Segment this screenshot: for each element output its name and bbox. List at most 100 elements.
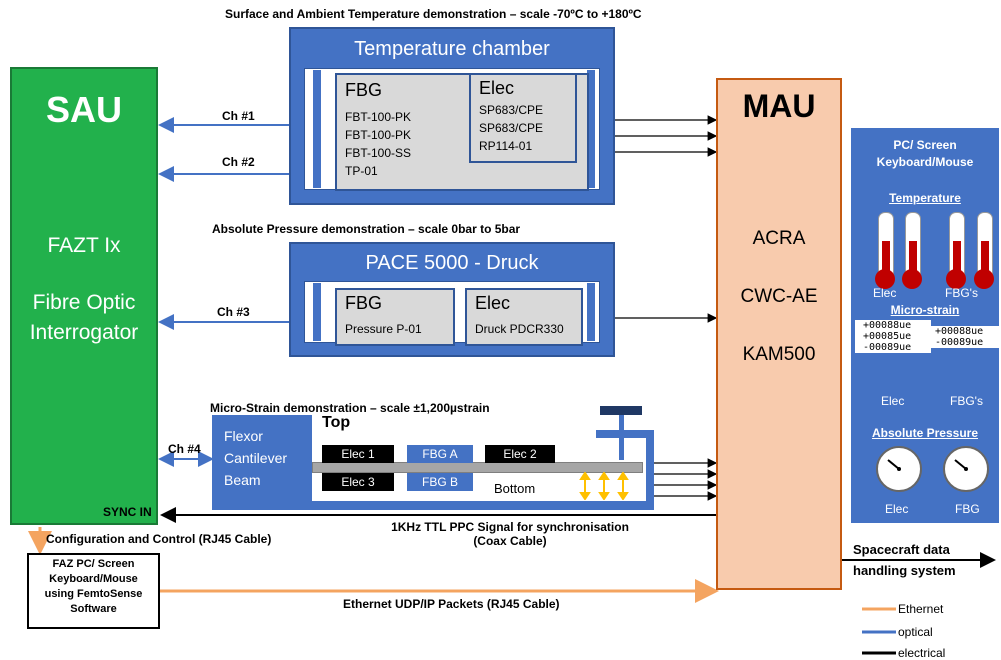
strain-reading: -00089ue <box>935 337 984 348</box>
mau-item-1: ACRA <box>752 228 806 249</box>
beam-bottom-label: Bottom <box>494 481 536 496</box>
sau-desc-1: Fibre Optic <box>32 291 136 314</box>
faz-pc-box: FAZ PC/ Screen Keyboard/Mouse using Femt… <box>27 553 160 629</box>
pace-elec-box: Elec Druck PDCR330 <box>465 288 583 346</box>
pc-title-1: PC/ Screen <box>893 138 957 152</box>
thermometer-icon <box>875 212 895 289</box>
tag-elec-2: Elec 2 <box>485 445 555 463</box>
thermometer-icon <box>946 212 966 289</box>
beam-label-1: Flexor <box>224 428 263 444</box>
strain-reading: +00088ue <box>935 326 984 337</box>
sau-model: FAZT Ix <box>47 234 121 257</box>
temperature-chamber-title: Temperature chamber <box>354 38 550 60</box>
spacecraft-label-1: Spacecraft data <box>853 542 950 557</box>
faz-pc-line-1: FAZ PC/ Screen <box>52 558 135 570</box>
cantilever-beam-block: Flexor Cantilever Beam <box>212 415 312 510</box>
pc-title-2: Keyboard/Mouse <box>876 155 974 169</box>
temp-elec-box: Elec SP683/CPE SP683/CPE RP114-01 <box>469 73 577 163</box>
pace-elec-item: Druck PDCR330 <box>475 322 564 336</box>
pace-chamber-title: PACE 5000 - Druck <box>365 252 539 274</box>
mau-item-3: KAM500 <box>742 344 816 365</box>
beam-label-3: Beam <box>224 472 261 488</box>
temp-elec-item-3: RP114-01 <box>479 139 533 153</box>
channel-2-label: Ch #2 <box>222 155 255 169</box>
channel-4-label: Ch #4 <box>168 442 201 456</box>
channel-3-label: Ch #3 <box>217 305 250 319</box>
tag-fbg-b: FBG B <box>407 473 473 491</box>
config-label: Configuration and Control (RJ45 Cable) <box>46 532 272 546</box>
pace-fbg-title: FBG <box>345 293 383 313</box>
pc-strain-fbg-label: FBG's <box>950 394 983 408</box>
tag-elec-3: Elec 3 <box>322 473 394 491</box>
sync-signal-line-2: (Coax Cable) <box>473 534 547 548</box>
pc-microstrain-heading: Micro-strain <box>890 303 960 317</box>
beam-top-label: Top <box>322 414 351 431</box>
sau-block: SAU FAZT Ix Fibre Optic Interrogator <box>10 67 158 525</box>
mau-item-2: CWC-AE <box>740 286 818 307</box>
chamber-left-post <box>313 70 321 188</box>
actuator-arrows-icon <box>579 472 629 500</box>
temp-elec-title: Elec <box>479 78 515 98</box>
chamber-right-post <box>587 70 595 188</box>
sync-in-label: SYNC IN <box>103 505 152 519</box>
pc-temp-fbg-label: FBG's <box>945 286 978 300</box>
strain-readout-right: +00088ue -00089ue <box>929 326 1001 348</box>
sync-signal-label: 1KHz TTL PPC Signal for synchronisation … <box>360 520 660 548</box>
thermometer-icon <box>974 212 994 289</box>
channel-1-label: Ch #1 <box>222 109 255 123</box>
mau-block: MAU ACRA CWC-AE KAM500 <box>716 78 842 590</box>
temp-fbg-item-4: TP-01 <box>345 164 378 178</box>
sau-desc-2: Interrogator <box>29 321 139 344</box>
tag-fbg-a: FBG A <box>407 445 473 463</box>
pace-elec-title: Elec <box>475 293 511 313</box>
mau-title: MAU <box>742 88 816 124</box>
rig-screw <box>619 410 624 460</box>
pc-pressure-heading: Absolute Pressure <box>871 426 979 440</box>
sau-title: SAU <box>45 89 122 130</box>
temperature-chamber: Temperature chamber FBG FBT-100-PK FBT-1… <box>289 27 615 205</box>
pace-left-post <box>313 283 321 341</box>
rig-arm <box>596 430 654 438</box>
strain-reading: +00088ue <box>863 320 912 331</box>
pc-strain-elec-label: Elec <box>881 394 905 408</box>
strain-reading: -00089ue <box>863 342 912 353</box>
rig-base <box>312 501 654 510</box>
pace-right-post <box>587 283 595 341</box>
pressure-gauge-icon <box>943 446 989 492</box>
temp-fbg-item-1: FBT-100-PK <box>345 110 412 124</box>
legend-optical: optical <box>898 625 933 639</box>
rig-right-post <box>646 430 654 510</box>
temperature-sensor-box: FBG FBT-100-PK FBT-100-PK FBT-100-SS TP-… <box>335 73 589 191</box>
temp-fbg-item-3: FBT-100-SS <box>345 146 412 160</box>
tag-elec-1: Elec 1 <box>322 445 394 463</box>
temp-elec-item-2: SP683/CPE <box>479 121 544 135</box>
temperature-demo-header: Surface and Ambient Temperature demonstr… <box>225 7 642 21</box>
sync-signal-line-1: 1KHz TTL PPC Signal for synchronisation <box>391 520 629 534</box>
strain-readout-left: +00088ue +00085ue -00089ue <box>855 320 931 353</box>
pressure-demo-header: Absolute Pressure demonstration – scale … <box>212 222 521 236</box>
legend-electrical: electrical <box>898 646 946 660</box>
rig-knob-icon <box>600 406 642 415</box>
strain-reading: +00085ue <box>863 331 912 342</box>
strain-demo-header: Micro-Strain demonstration – scale ±1,20… <box>210 401 490 415</box>
pace-fbg-item: Pressure P-01 <box>345 322 422 336</box>
faz-pc-line-3: using FemtoSense <box>44 588 143 600</box>
temp-fbg-item-2: FBT-100-PK <box>345 128 412 142</box>
spacecraft-label-2: handling system <box>853 563 956 578</box>
pace-chamber: PACE 5000 - Druck FBG Pressure P-01 Elec… <box>289 242 615 357</box>
pc-pressure-fbg-label: FBG <box>955 502 980 516</box>
pc-temperature-heading: Temperature <box>889 191 961 205</box>
thermometer-icon <box>902 212 922 289</box>
temp-elec-item-1: SP683/CPE <box>479 103 544 117</box>
legend-ethernet: Ethernet <box>898 602 944 616</box>
pc-pressure-elec-label: Elec <box>885 502 909 516</box>
pressure-gauge-icon <box>876 446 922 492</box>
beam-label-2: Cantilever <box>224 450 288 466</box>
pc-temp-elec-label: Elec <box>873 286 897 300</box>
temp-fbg-title: FBG <box>345 80 383 100</box>
pace-fbg-box: FBG Pressure P-01 <box>335 288 455 346</box>
cantilever-bar <box>312 462 643 473</box>
faz-pc-line-4: Software <box>70 603 117 615</box>
pc-screen-panel: PC/ Screen Keyboard/Mouse Temperature El… <box>851 128 1001 523</box>
